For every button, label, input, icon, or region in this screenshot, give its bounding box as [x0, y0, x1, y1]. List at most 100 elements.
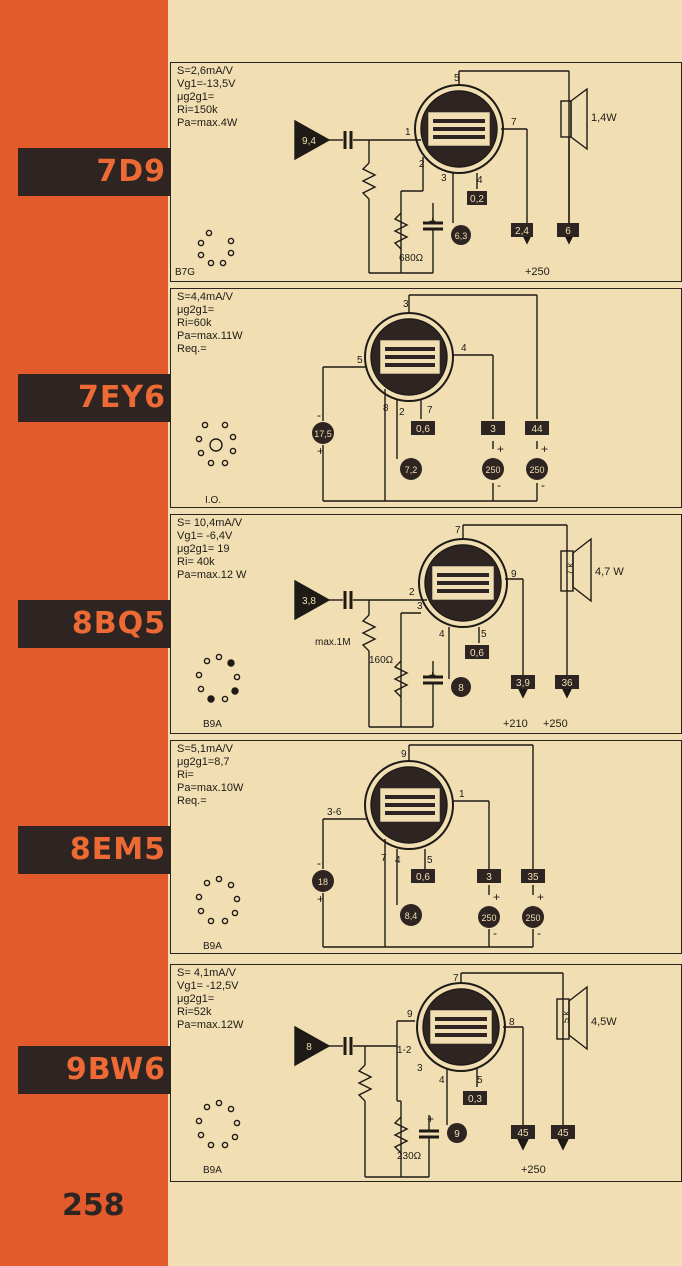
- pin-5: 5: [481, 629, 487, 640]
- tube-label-8em5: 8EM5: [18, 826, 170, 874]
- pin-9: 9: [407, 1009, 413, 1020]
- spec-line: S=4,4mA/V: [177, 291, 233, 303]
- spec-line: S= 10,4mA/V: [177, 517, 243, 529]
- input-voltage: 8: [306, 1042, 312, 1053]
- spec-line: μg2g1=: [177, 304, 215, 316]
- schematic-panel-7d9: S=2,6mA/V Vg1=-13,5V μg2g1= Ri=150k Pa=m…: [170, 62, 682, 282]
- pin-3: 3: [417, 601, 423, 612]
- sign: +: [497, 442, 504, 456]
- pin-4: 4: [439, 1075, 445, 1086]
- speaker-impedance: 7 k: [565, 562, 575, 575]
- cap-plus: +: [429, 668, 436, 682]
- spec-line: Ri=52k: [177, 1006, 212, 1018]
- spec-line: μg2g1=: [177, 91, 215, 103]
- pin-3: 3: [403, 299, 409, 310]
- cathode-resistor-value: 680Ω: [399, 253, 424, 264]
- speaker-power: 4,5W: [591, 1016, 617, 1028]
- spec-line: Pa=max.10W: [177, 782, 244, 794]
- pin-7: 7: [455, 525, 461, 536]
- pin-4: 4: [439, 629, 445, 640]
- supply-voltage: +250: [543, 718, 568, 730]
- spec-line: S=5,1mA/V: [177, 743, 233, 755]
- pin-5: 5: [427, 855, 433, 866]
- value-circle: 18: [318, 877, 328, 887]
- pin-8: 8: [383, 403, 389, 414]
- value-circle: 9: [454, 1129, 460, 1140]
- pin-3: 3: [417, 1063, 423, 1074]
- supply-voltage: +250: [525, 266, 550, 278]
- value-box: 35: [527, 872, 539, 883]
- pin-3-6: 3-6: [327, 807, 342, 818]
- value-circle: 250: [481, 913, 496, 923]
- value-box: 0,3: [468, 1094, 482, 1105]
- spec-line: S=2,6mA/V: [177, 65, 233, 77]
- spec-line: Ri=60k: [177, 317, 212, 329]
- value-box: 3: [486, 872, 492, 883]
- sign: +: [493, 890, 500, 904]
- value-box: 0,6: [470, 648, 484, 659]
- pin-2: 2: [409, 587, 415, 598]
- value-box: 6: [565, 226, 571, 237]
- spec-line: Pa=max.11W: [177, 330, 243, 342]
- pin-5: 5: [357, 355, 363, 366]
- pin-5: 5: [454, 73, 460, 84]
- sign: -: [493, 926, 497, 940]
- sign: +: [317, 444, 324, 458]
- spec-line: Pa=max.4W: [177, 117, 238, 129]
- supply-voltage: +210: [503, 718, 528, 730]
- pin-3: 3: [441, 173, 447, 184]
- tube-label-9bw6: 9BW6: [18, 1046, 170, 1094]
- pin-7: 7: [453, 973, 459, 984]
- value-circle: 7,2: [405, 465, 418, 475]
- schematic-8bq5: 7 2 9 3 4 5 4,7 W 7 k max.1M 160Ω + +210…: [195, 524, 624, 730]
- value-box: 0,6: [416, 872, 430, 883]
- cap-plus: +: [427, 1112, 434, 1126]
- value-box: 0,6: [416, 424, 430, 435]
- base-type: B9A: [203, 941, 222, 952]
- value-circle: 8: [458, 683, 464, 694]
- sign: -: [537, 926, 541, 940]
- spec-line: Pa=max.12 W: [177, 569, 247, 581]
- pin-4: 4: [395, 855, 401, 866]
- schematic-9bw6: 7 9 8 1-2 3 4 5 4,5W 5 k 230Ω + +250 B9A…: [195, 972, 617, 1178]
- tube-label-8bq5: 8BQ5: [18, 600, 170, 648]
- cap-plus: +: [429, 214, 436, 228]
- spec-line: μg2g1=8,7: [177, 756, 230, 768]
- spec-line: Ri= 40k: [177, 556, 215, 568]
- sign: +: [317, 892, 324, 906]
- spec-line: Req.=: [177, 795, 207, 807]
- value-box: 2,4: [515, 226, 529, 237]
- schematic-7d9: 5 1 7 2 3 4 1,4W 680Ω + +250 B7G 9,4 0,2…: [175, 70, 617, 278]
- pin-4: 4: [461, 343, 467, 354]
- schematic-panel-8bq5: S= 10,4mA/V Vg1= -6,4V μg2g1= 19 Ri= 40k…: [170, 514, 682, 734]
- value-circle: 250: [529, 465, 544, 475]
- specs-7ey6: S=4,4mA/V μg2g1= Ri=60k Pa=max.11W Req.=: [177, 291, 243, 356]
- value-circle: 250: [485, 465, 500, 475]
- sign: +: [541, 442, 548, 456]
- spec-line: Vg1= -6,4V: [177, 530, 233, 542]
- base-type: I.O.: [205, 495, 221, 506]
- cathode-resistor-value: 230Ω: [397, 1151, 422, 1162]
- tube-label-7d9: 7D9: [18, 148, 170, 196]
- pin-1: 1: [405, 127, 411, 138]
- spec-line: Vg1= -12,5V: [177, 980, 239, 992]
- page-background: [168, 0, 682, 1266]
- schematic-8em5: 9 3-6 1 7 4 5 - + + - + - B9A 18 8,4 25: [195, 744, 545, 952]
- sign: -: [317, 408, 321, 422]
- grid-resistor-value: max.1M: [315, 637, 351, 648]
- supply-voltage: +250: [521, 1164, 546, 1176]
- cathode-resistor-value: 160Ω: [369, 655, 394, 666]
- specs-9bw6: S= 4,1mA/V Vg1= -12,5V μg2g1= Ri=52k Pa=…: [177, 967, 243, 1032]
- input-voltage: 3,8: [302, 596, 316, 607]
- page-number: 258: [62, 1188, 125, 1223]
- base-type: B7G: [175, 267, 195, 278]
- pin-2: 2: [399, 407, 405, 418]
- base-type: B9A: [203, 1165, 222, 1176]
- spec-line: Vg1=-13,5V: [177, 78, 236, 90]
- pin-4: 4: [477, 175, 483, 186]
- pin-7: 7: [427, 405, 433, 416]
- pin-5: 5: [477, 1075, 483, 1086]
- pin-7: 7: [511, 117, 517, 128]
- pin-8: 8: [509, 1017, 515, 1028]
